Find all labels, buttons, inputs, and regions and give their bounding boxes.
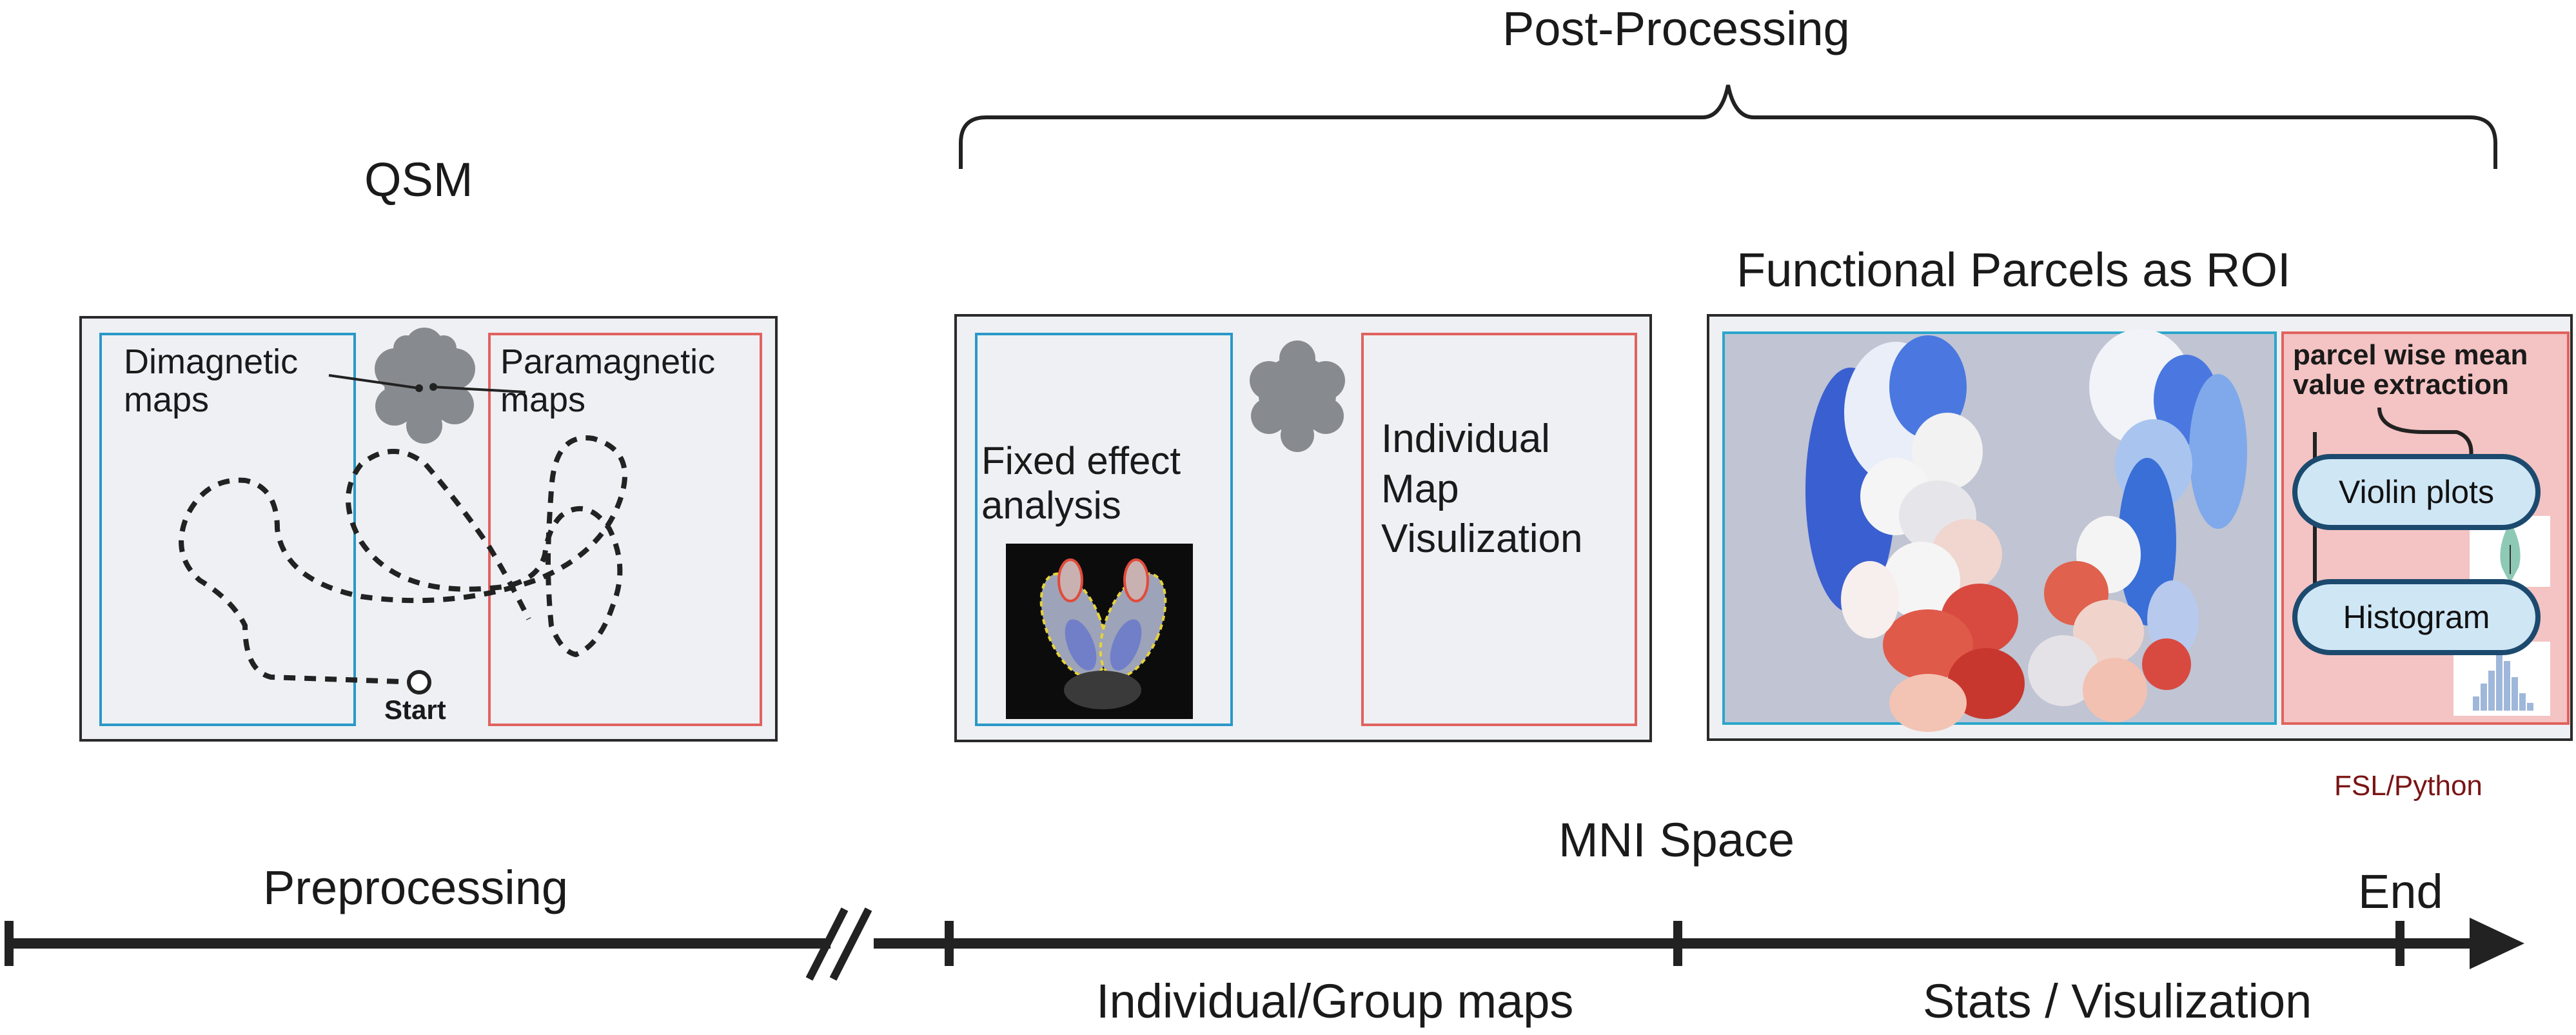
end-label: End: [2358, 865, 2443, 918]
brain-silhouette-icon: [375, 328, 475, 444]
extraction-label: parcel wise mean value extraction: [2293, 339, 2528, 401]
individual-group-label: Individual/Group maps: [1096, 974, 1574, 1028]
post-processing-brace: [959, 84, 2497, 169]
preprocessing-label: Preprocessing: [263, 861, 569, 914]
mni-space-label: MNI Space: [1558, 813, 1795, 867]
histogram-box: Histogram: [2292, 579, 2541, 655]
fixed-effect-label: Fixed effect analysis: [981, 439, 1181, 527]
start-label: Start: [384, 695, 446, 725]
start-marker: [407, 670, 431, 695]
diamagnetic-label: Dimagnetic maps: [124, 342, 299, 420]
paramagnetic-zone: [488, 333, 762, 726]
violin-plots-label: Violin plots: [2339, 474, 2494, 510]
axis-break-icon: [805, 907, 872, 981]
individual-map-label: Individual Map Visulization: [1381, 417, 1583, 561]
parcel-render-right: [2028, 329, 2247, 722]
paramagnetic-label: Paramagnetic maps: [500, 342, 716, 420]
qsm-title: QSM: [364, 153, 473, 206]
stats-visualization-label: Stats / Visulization: [1923, 974, 2312, 1028]
timeline-arrowhead: [2470, 918, 2524, 969]
histogram-label: Histogram: [2343, 599, 2490, 635]
violin-plots-box: Violin plots: [2292, 454, 2541, 530]
fixed-effect-zone: [975, 333, 1233, 726]
parcel-render-left: [1805, 335, 2025, 732]
post-processing-title: Post-Processing: [1502, 2, 1850, 55]
dashed-path: [179, 435, 627, 685]
individual-map-zone: [1361, 333, 1637, 726]
functional-parcels-title: Functional Parcels as ROI: [1736, 243, 2291, 297]
mri-slice-structures: [1039, 558, 1167, 709]
flow-curve-arrow: [2377, 407, 2473, 465]
brain-silhouette-icon: [1250, 340, 1345, 452]
tool-label: FSL/Python: [2334, 770, 2483, 802]
